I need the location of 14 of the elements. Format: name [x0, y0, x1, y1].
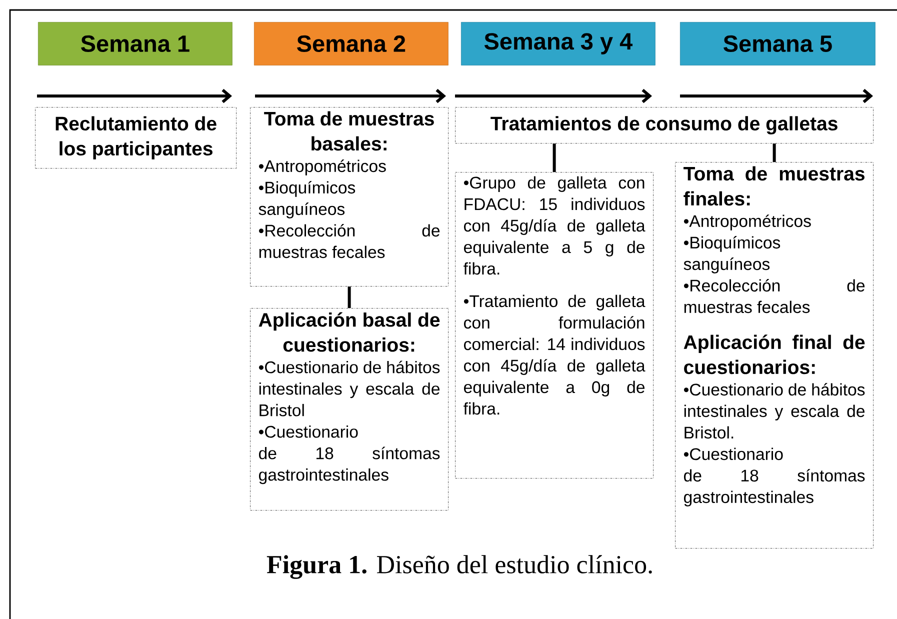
dashed-box: Toma de muestras finales: •Antropométricos •Bioquímicos sanguíneos •Recolección de muestras fecales Aplicación final de cuestionarios: •Cuestionario de hábitos intestinales y escala de Bristol. •Cuestionario de 18 síntomas gastrointestinales — [675, 162, 874, 549]
dashed-box: Aplicación basal de cuestionarios: •Cuestionario de hábitos intestinales y escala de Bristol •Cuestionario de 18 síntomas gastrointestinales — [250, 308, 449, 511]
figure-caption: Figura 1. Diseño del estudio clínico. — [266, 555, 652, 579]
week-header: Semana 5 — [680, 22, 876, 66]
dashed-box: •Grupo de galleta con FDACU: 15 individuos con 45g/día de galleta equivalente a 5 g de fibra. •Tratamiento de galleta con formulación comercial: 14 individuos con 45g/día de galleta equivalente a 0g de fibra. — [455, 172, 654, 479]
dashed-box: Reclutamiento de los participantes — [35, 107, 237, 169]
dashed-box: Tratamientos de consumo de galletas — [455, 107, 874, 144]
week-header: Semana 2 — [254, 22, 448, 66]
connector-line — [772, 144, 776, 162]
dashed-box: Toma de muestras basales: •Antropométricos •Bioquímicos sanguíneos •Recolección de muestras fecales — [250, 107, 449, 287]
connector-line — [552, 144, 556, 172]
week-header: Semana 3 y 4 — [461, 22, 656, 66]
week-header: Semana 1 — [38, 22, 232, 66]
connector-line — [348, 286, 351, 308]
